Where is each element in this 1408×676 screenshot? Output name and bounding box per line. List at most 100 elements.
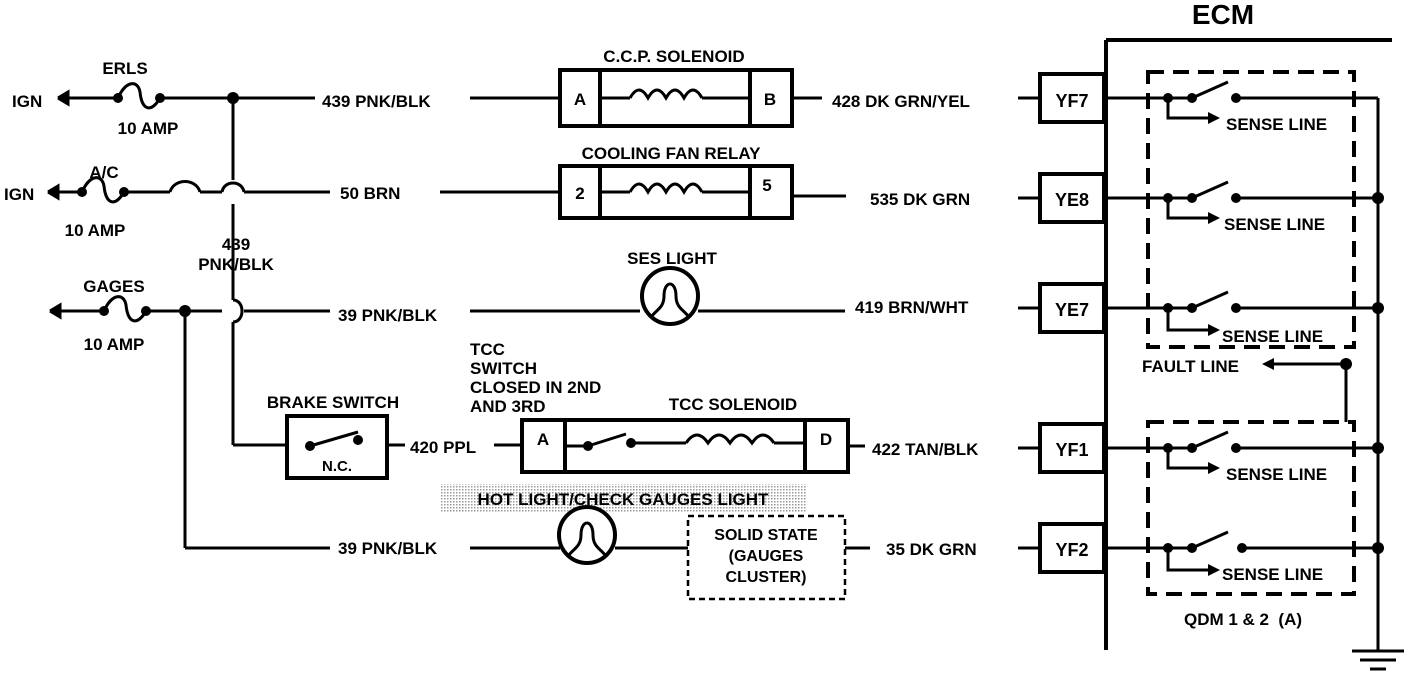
qdm-driver-block: SENSE LINE SENSE LINE SENSE LINE FAULT L… — [1106, 70, 1404, 671]
wire-label: 35 DK GRN — [886, 540, 977, 559]
qdm-lower-dashed-box — [1146, 420, 1356, 596]
ecm-pin-box — [1038, 172, 1106, 224]
brake-nc-label: N.C. — [322, 458, 352, 475]
wire-label: 39 PNK/BLK — [338, 539, 438, 558]
arrow-icon — [1208, 212, 1220, 224]
tcc-switch-label-1: TCC — [470, 340, 505, 359]
cooling-fan-relay-box — [558, 164, 794, 220]
sense-line-label: SENSE LINE — [1222, 327, 1323, 346]
driver-switch-icon — [1191, 290, 1229, 310]
wire-crossover-icon — [232, 298, 244, 324]
gages-fuse-row: GAGES 10 AMP — [49, 277, 330, 550]
ccp-solenoid-box — [558, 68, 794, 128]
hot-light-label-background — [441, 484, 807, 512]
erls-amp-label: 10 AMP — [118, 119, 179, 138]
ecm-pin-label: YF2 — [1055, 540, 1088, 560]
wire-label: 420 PPL — [410, 438, 476, 457]
ecm-pin-label: YE7 — [1055, 300, 1089, 320]
qdm-upper-dashed-box — [1146, 70, 1356, 349]
driver-switch-icon — [1191, 80, 1229, 100]
ccp-solenoid-circuit: 439 PNK/BLK C.C.P. SOLENOID A B 428 DK G… — [322, 47, 1040, 128]
sense-line-label: SENSE LINE — [1222, 565, 1323, 584]
ac-fuse-icon — [80, 176, 126, 204]
ecm-pin-label: YF7 — [1055, 91, 1088, 111]
wire-label: 39 PNK/BLK — [338, 306, 438, 325]
ses-light-title: SES LIGHT — [627, 249, 717, 268]
hot-light-title: HOT LIGHT/CHECK GAUGES LIGHT — [478, 490, 770, 509]
wire-439-vertical: 439 PNK/BLK — [198, 98, 296, 447]
wire-label: 428 DK GRN/YEL — [832, 92, 970, 111]
wire-crossover-icon — [168, 180, 202, 193]
arrow-icon — [1208, 462, 1220, 474]
solid-state-label-3: CLUSTER) — [726, 569, 807, 586]
coil-icon — [628, 182, 704, 196]
wire-439-color-label: PNK/BLK — [198, 255, 274, 274]
brake-switch-title: BRAKE SWITCH — [267, 393, 399, 412]
wire-label: 50 BRN — [340, 184, 400, 203]
gages-amp-label: 10 AMP — [84, 335, 145, 354]
sense-line-label: SENSE LINE — [1226, 465, 1327, 484]
ses-lamp-icon — [640, 266, 700, 326]
ecm-connector-pins: YF7 YE8 YE7 YF1 YF2 — [1038, 72, 1106, 574]
wire-label: 439 PNK/BLK — [322, 92, 431, 111]
sense-line-label: SENSE LINE — [1224, 215, 1325, 234]
ecm-pin-box — [1038, 72, 1106, 124]
lamp-filament-icon — [650, 282, 690, 317]
sense-line-label: SENSE LINE — [1226, 115, 1327, 134]
pin-label: A — [574, 90, 586, 109]
wire-label: 419 BRN/WHT — [855, 298, 969, 317]
tcc-circuit: BRAKE SWITCH N.C. 420 PPL TCC SWITCH CLO… — [267, 340, 1040, 480]
ecm-pin-label: YE8 — [1055, 190, 1089, 210]
coil-icon — [684, 433, 776, 446]
brake-switch-box — [285, 414, 389, 480]
ac-label: A/C — [89, 163, 118, 182]
pin-label: 5 — [762, 176, 771, 195]
pin-label: D — [820, 430, 832, 449]
coil-icon — [628, 88, 704, 102]
qdm-label: QDM 1 & 2 (A) — [1184, 610, 1302, 629]
driver-switch-icon — [1191, 180, 1229, 200]
ac-fuse-row: IGN A/C 10 AMP — [4, 163, 330, 240]
tcc-switch-blade-icon — [587, 432, 627, 448]
gages-label: GAGES — [83, 277, 144, 296]
ccp-solenoid-title: C.C.P. SOLENOID — [603, 47, 744, 66]
ecm-pin-box — [1038, 422, 1106, 474]
ecm-pin-label: YF1 — [1055, 440, 1088, 460]
wire-label: 422 TAN/BLK — [872, 440, 979, 459]
solid-state-label-1: SOLID STATE — [714, 527, 818, 544]
lamp-filament-icon — [567, 521, 607, 556]
ecm-title: ECM — [1192, 0, 1254, 30]
erls-fuse-row: IGN ERLS 10 AMP — [12, 59, 315, 138]
erls-label: ERLS — [102, 59, 147, 78]
ign-label-1: IGN — [12, 92, 42, 111]
solid-state-label-2: (GAUGES — [729, 548, 804, 565]
ac-amp-label: 10 AMP — [65, 221, 126, 240]
arrow-icon — [1208, 564, 1220, 576]
arrow-icon — [1262, 358, 1274, 370]
wire-439-label: 439 — [222, 235, 250, 254]
ses-light-circuit: 39 PNK/BLK SES LIGHT 419 BRN/WHT — [338, 249, 1040, 326]
fault-line-label: FAULT LINE — [1142, 357, 1239, 376]
driver-switch-icon — [1191, 530, 1229, 550]
wire-label: 535 DK GRN — [870, 190, 970, 209]
ign-label-2: IGN — [4, 185, 34, 204]
tcc-switch-label-2: SWITCH — [470, 359, 537, 378]
arrow-icon — [1208, 324, 1220, 336]
cooling-fan-relay-circuit: 50 BRN COOLING FAN RELAY 2 5 535 DK GRN — [340, 144, 1040, 220]
tcc-switch-label-4: AND 3RD — [470, 397, 546, 416]
hot-light-circuit: 39 PNK/BLK HOT LIGHT/CHECK GAUGES LIGHT … — [338, 484, 1040, 601]
tcc-solenoid-title: TCC SOLENOID — [669, 395, 797, 414]
hot-lamp-icon — [557, 505, 617, 565]
ecm-pin-box — [1038, 522, 1106, 574]
ground-icon — [1352, 649, 1404, 671]
erls-fuse-icon — [116, 82, 162, 110]
wire-crossover-icon — [220, 181, 246, 193]
ecm-pin-box — [1038, 282, 1106, 334]
tcc-switch-label-3: CLOSED IN 2ND — [470, 378, 601, 397]
gages-fuse-icon — [102, 295, 148, 323]
pin-label: 2 — [575, 184, 584, 203]
pin-label: B — [764, 90, 776, 109]
cooling-fan-relay-title: COOLING FAN RELAY — [582, 144, 761, 163]
switch-blade-icon — [309, 430, 359, 448]
